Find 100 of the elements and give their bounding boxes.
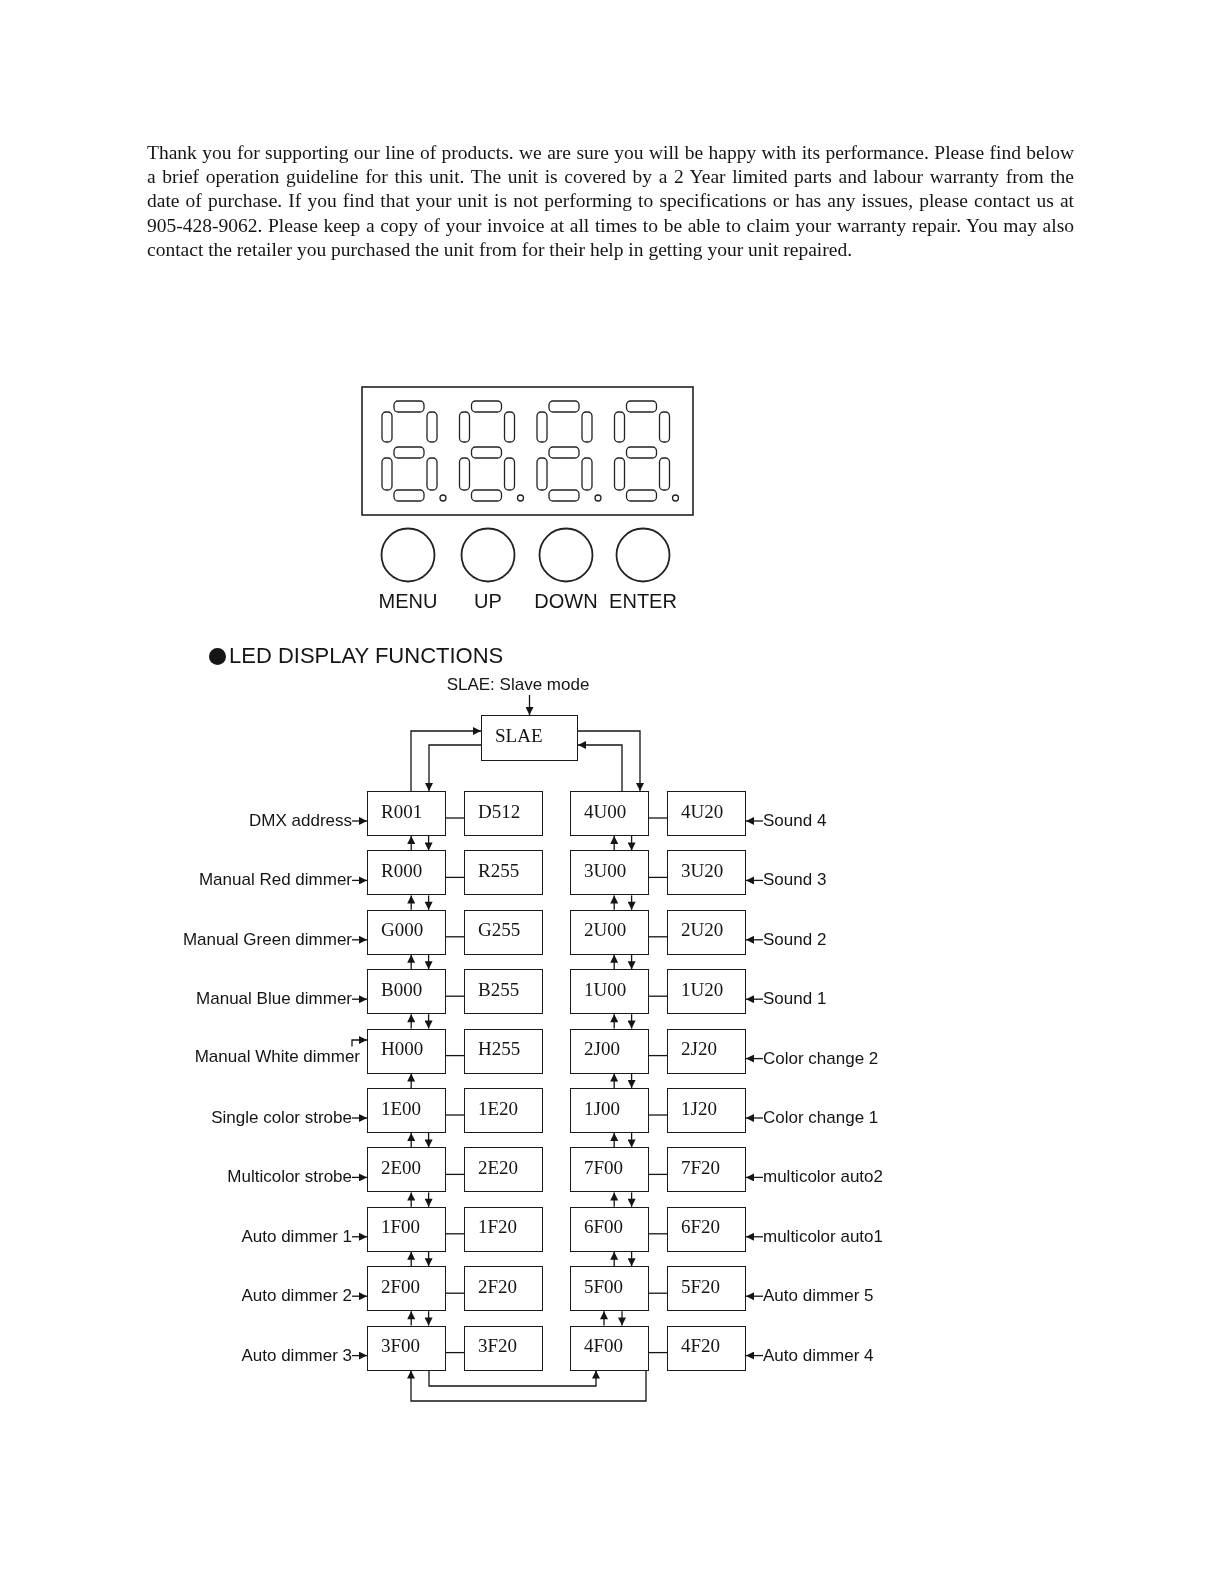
arrow bbox=[577, 741, 623, 792]
mode-box: 1U00 bbox=[570, 969, 649, 1015]
arrow bbox=[745, 1292, 764, 1301]
arrow bbox=[407, 1369, 647, 1402]
mode-label: Manual Red dimmer bbox=[198, 870, 352, 891]
mode-box: D512 bbox=[464, 791, 543, 836]
arrow bbox=[745, 935, 764, 944]
button-label: DOWN bbox=[534, 589, 598, 613]
mode-box: R001 bbox=[367, 791, 446, 836]
mode-box: 1F20 bbox=[464, 1206, 543, 1252]
mode-label: Auto dimmer 4 bbox=[763, 1345, 874, 1366]
arrow bbox=[407, 1310, 416, 1327]
mode-box: 7F20 bbox=[667, 1147, 746, 1193]
connector-line bbox=[445, 1173, 465, 1176]
mode-box: B255 bbox=[464, 969, 543, 1015]
arrow bbox=[745, 1232, 764, 1241]
mode-label: multicolor auto2 bbox=[763, 1167, 883, 1188]
arrow bbox=[351, 935, 368, 944]
button-label: UP bbox=[474, 589, 502, 613]
arrow bbox=[351, 1232, 368, 1241]
arrow bbox=[627, 1191, 636, 1208]
connector-line bbox=[445, 876, 465, 879]
connector-line bbox=[445, 995, 465, 997]
mode-box: H000 bbox=[367, 1028, 446, 1074]
mode-box: 2E20 bbox=[464, 1147, 543, 1193]
mode-label: multicolor auto1 bbox=[763, 1226, 883, 1247]
arrow bbox=[424, 1310, 433, 1327]
arrow bbox=[745, 995, 764, 1004]
arrow bbox=[428, 1369, 600, 1387]
connector-line bbox=[445, 1054, 465, 1057]
arrow bbox=[407, 1072, 416, 1089]
mode-box: 3U20 bbox=[667, 850, 746, 896]
button-label: ENTER bbox=[609, 589, 677, 613]
mode-label: Single color strobe bbox=[211, 1108, 352, 1128]
mode-label: Manual Blue dimmer bbox=[196, 989, 352, 1010]
mode-box: 6F00 bbox=[570, 1206, 649, 1252]
mode-box: 4U20 bbox=[667, 791, 746, 836]
arrow bbox=[745, 1351, 764, 1360]
arrow bbox=[351, 817, 368, 825]
mode-box: 4F20 bbox=[667, 1325, 746, 1371]
mode-box: R000 bbox=[367, 850, 446, 896]
arrow bbox=[627, 1251, 636, 1267]
arrow bbox=[407, 894, 416, 911]
arrow bbox=[610, 1072, 619, 1089]
arrow bbox=[424, 954, 433, 970]
mode-box: 1J00 bbox=[570, 1088, 649, 1133]
arrow bbox=[745, 1173, 764, 1182]
connector-line bbox=[445, 1292, 465, 1294]
connector-line bbox=[648, 1292, 668, 1294]
arrow bbox=[407, 1132, 416, 1149]
arrow bbox=[610, 954, 619, 970]
arrow bbox=[627, 1132, 636, 1149]
mode-box: 3U00 bbox=[570, 850, 649, 896]
arrow bbox=[745, 876, 764, 885]
mode-box: R255 bbox=[464, 850, 543, 896]
mode-box: 2U00 bbox=[570, 909, 649, 955]
arrow bbox=[407, 1251, 416, 1267]
mode-label: Auto dimmer 1 bbox=[241, 1226, 352, 1247]
arrow bbox=[351, 1292, 368, 1301]
mode-label: Multicolor strobe bbox=[227, 1167, 352, 1188]
mode-box: G255 bbox=[464, 909, 543, 955]
arrow bbox=[351, 1351, 368, 1360]
arrow bbox=[627, 1013, 636, 1030]
mode-box: G000 bbox=[367, 909, 446, 955]
mode-box: 3F20 bbox=[464, 1325, 543, 1371]
arrow bbox=[424, 1132, 433, 1149]
arrow bbox=[424, 894, 433, 911]
mode-label: Manual Green dimmer bbox=[182, 929, 352, 950]
mode-label: Auto dimmer 5 bbox=[763, 1286, 874, 1307]
mode-box: 2F00 bbox=[367, 1266, 446, 1312]
mode-box: 1F00 bbox=[367, 1206, 446, 1252]
arrow bbox=[351, 876, 368, 885]
arrow bbox=[424, 1013, 433, 1030]
arrow bbox=[525, 694, 534, 716]
mode-box: 5F20 bbox=[667, 1266, 746, 1312]
mode-box: 2F20 bbox=[464, 1266, 543, 1312]
mode-box: SLAE bbox=[481, 715, 578, 761]
section-heading: LED DISPLAY FUNCTIONS bbox=[229, 643, 504, 669]
mode-label: Manual White dimmer bbox=[194, 1046, 360, 1067]
arrow bbox=[424, 1191, 433, 1208]
mode-box: 6F20 bbox=[667, 1206, 746, 1252]
mode-box: 5F00 bbox=[570, 1266, 649, 1312]
arrow bbox=[351, 1036, 368, 1048]
mode-box: 2E00 bbox=[367, 1147, 446, 1193]
arrow bbox=[610, 1251, 619, 1267]
connector-line bbox=[648, 995, 668, 997]
arrow bbox=[627, 1072, 636, 1089]
arrow bbox=[627, 954, 636, 970]
arrow bbox=[407, 1191, 416, 1208]
connector-line bbox=[648, 817, 668, 819]
arrow bbox=[577, 730, 644, 792]
arrow bbox=[351, 1114, 368, 1122]
arrow bbox=[745, 1054, 764, 1063]
mode-label: Sound 2 bbox=[763, 929, 827, 950]
mode-box: B000 bbox=[367, 969, 446, 1015]
arrow bbox=[610, 894, 619, 911]
mode-box: 1E20 bbox=[464, 1088, 543, 1133]
mode-box: 1U20 bbox=[667, 969, 746, 1015]
mode-box: 4U00 bbox=[570, 791, 649, 836]
mode-box: H255 bbox=[464, 1028, 543, 1074]
